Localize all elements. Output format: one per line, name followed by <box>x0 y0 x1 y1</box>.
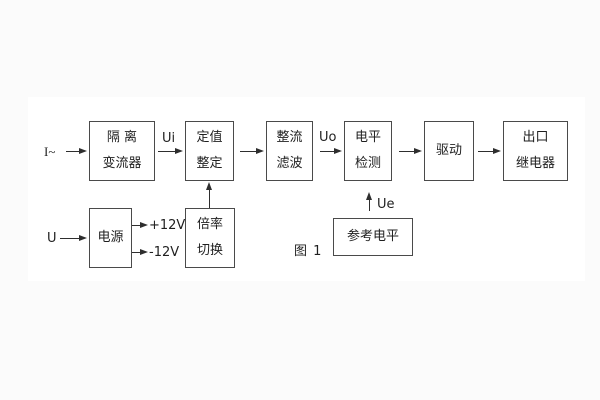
block-output-relay: 出口继电器 <box>503 121 568 181</box>
block-reference-level: 参考电平 <box>333 218 413 256</box>
arrow-minus12v-shaft <box>132 252 141 253</box>
arrow-setpoint-to-rectifier-shaft <box>240 151 257 152</box>
block-setpoint-setting: 定值整定 <box>185 121 234 181</box>
arrow-ratio-to-setpoint <box>206 182 213 208</box>
arrow-ratio-to-setpoint-head <box>206 182 212 190</box>
arrow-plus12v-shaft <box>132 225 141 226</box>
block-isolation-converter: 隔 离变流器 <box>89 121 155 181</box>
arrow-uo <box>320 148 342 155</box>
arrow-input-voltage-head <box>79 235 87 241</box>
block-ratio-switching: 倍率切换 <box>185 208 235 268</box>
arrow-detection-to-drive-shaft <box>399 151 415 152</box>
block-setpoint-setting-label: 整定 <box>196 156 223 171</box>
block-output-relay-label: 继电器 <box>515 156 555 171</box>
arrow-drive-to-relay-head <box>493 148 501 154</box>
arrow-ui-head <box>175 148 183 154</box>
label-minus12v: -12V <box>149 245 180 260</box>
block-rectifier-filter-label: 整流 <box>276 130 303 145</box>
label-plus12v: +12V <box>149 218 186 233</box>
block-drive-label: 驱动 <box>435 143 462 158</box>
block-output-relay-label: 出口 <box>522 130 549 145</box>
arrow-ui <box>158 148 183 155</box>
arrow-ue-shaft <box>369 198 370 211</box>
arrow-plus12v-head <box>140 222 148 228</box>
arrow-detection-to-drive <box>399 148 422 155</box>
arrow-input-current-shaft <box>66 151 80 152</box>
arrow-ue <box>366 192 373 211</box>
block-level-detection: 电平检测 <box>344 121 392 181</box>
arrow-ui-shaft <box>158 151 176 152</box>
block-setpoint-setting-label: 定值 <box>196 130 223 145</box>
arrow-detection-to-drive-head <box>414 148 422 154</box>
arrow-setpoint-to-rectifier <box>240 148 264 155</box>
arrow-minus12v <box>132 249 148 256</box>
block-power-supply: 电源 <box>89 208 132 268</box>
block-drive: 驱动 <box>424 121 474 181</box>
arrow-setpoint-to-rectifier-head <box>256 148 264 154</box>
block-isolation-converter-label: 隔 离 <box>106 130 138 145</box>
arrow-minus12v-head <box>140 249 148 255</box>
block-ratio-switching-label: 倍率 <box>196 217 223 232</box>
block-level-detection-label: 电平 <box>354 130 381 145</box>
arrow-input-current <box>66 148 87 155</box>
block-rectifier-filter-label: 滤波 <box>276 156 303 171</box>
label-input-current: I~ <box>44 144 56 159</box>
figure-caption: 图 1 <box>294 244 323 259</box>
arrow-ratio-to-setpoint-shaft <box>209 188 210 208</box>
arrow-input-voltage <box>60 235 87 242</box>
arrow-drive-to-relay-shaft <box>478 151 494 152</box>
block-isolation-converter-label: 变流器 <box>102 156 142 171</box>
block-ratio-switching-label: 切换 <box>196 243 223 258</box>
label-uo: Uo <box>319 130 337 145</box>
block-rectifier-filter: 整流滤波 <box>266 121 313 181</box>
label-input-voltage: U <box>47 231 57 246</box>
block-reference-level-label: 参考电平 <box>346 229 399 244</box>
label-ui: Ui <box>162 131 176 146</box>
arrow-plus12v <box>132 222 148 229</box>
arrow-uo-shaft <box>320 151 335 152</box>
arrow-input-current-head <box>79 148 87 154</box>
block-level-detection-label: 检测 <box>354 156 381 171</box>
arrow-ue-head <box>366 192 372 200</box>
arrow-drive-to-relay <box>478 148 501 155</box>
block-power-supply-label: 电源 <box>97 230 124 245</box>
label-ue: Ue <box>377 197 395 212</box>
arrow-input-voltage-shaft <box>60 238 80 239</box>
arrow-uo-head <box>334 148 342 154</box>
